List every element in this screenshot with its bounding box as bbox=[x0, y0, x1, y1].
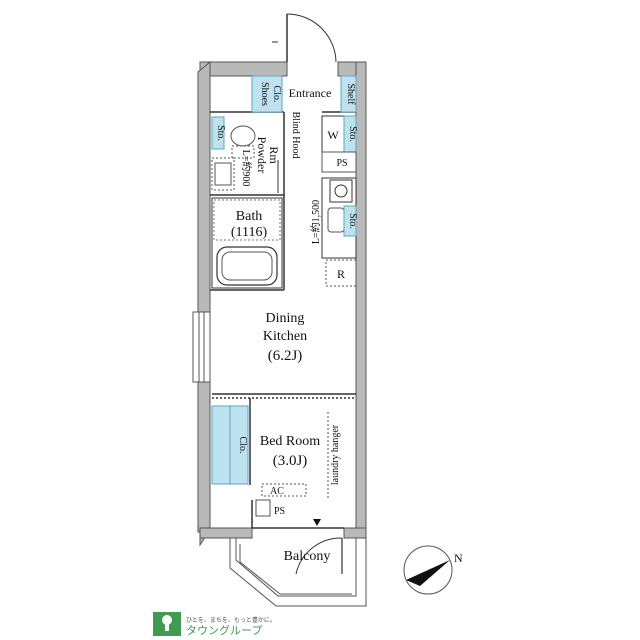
fridge-label: R bbox=[337, 267, 345, 281]
kitchen-counter: Sto. L=約1,500 R bbox=[309, 177, 358, 287]
brand-name: タウングループ bbox=[186, 623, 262, 637]
compass-north-label: N bbox=[454, 551, 463, 565]
ac-unit bbox=[261, 483, 307, 497]
bedroom-label: Bed Room bbox=[260, 434, 320, 449]
door-marker-icon bbox=[313, 519, 321, 526]
sink-dims: L=約900 bbox=[240, 150, 253, 187]
brand-small: TOWN GROUP bbox=[153, 635, 175, 639]
balcony: Balcony bbox=[229, 537, 367, 607]
washer-area: W Sto. PS bbox=[321, 115, 358, 173]
washer-sto-label: Sto. bbox=[347, 126, 358, 142]
balcony-label: Balcony bbox=[284, 549, 331, 564]
washer-label: W bbox=[327, 128, 339, 142]
brand-tagline: ひとを、まちを、もっと豊かに。 bbox=[186, 616, 276, 624]
shoes-closet-label-2: Clo. bbox=[271, 86, 282, 103]
dining-label-1: Dining bbox=[266, 311, 305, 326]
ac-label: AC bbox=[270, 486, 284, 497]
shelf: Shelf bbox=[340, 75, 357, 113]
laundry-hanger-label: laundry hanger bbox=[330, 424, 341, 485]
entrance-label: Entrance bbox=[289, 86, 332, 100]
ps-lower-box bbox=[255, 499, 271, 517]
compass-icon: N bbox=[403, 545, 463, 595]
dining-size-label: (6.2J) bbox=[268, 348, 303, 364]
powder-sto-label: Sto. bbox=[215, 125, 226, 141]
ps-lower-label: PS bbox=[274, 506, 285, 517]
shoes-closet: Shoes Clo. bbox=[251, 75, 283, 113]
bath-label: Bath bbox=[236, 209, 262, 224]
bedroom-size-label: (3.0J) bbox=[273, 453, 308, 469]
shelf-label: Shelf bbox=[345, 83, 356, 105]
brand-logo: ひとを、まちを、もっと豊かに。 タウングループ TOWN GROUP bbox=[153, 612, 276, 639]
walls bbox=[192, 60, 367, 547]
closet-label: Clo. bbox=[237, 437, 248, 454]
shoes-closet-label: Shoes bbox=[259, 82, 270, 106]
bath-size-label: (1116) bbox=[231, 225, 268, 240]
bedroom-closet: Clo. bbox=[211, 405, 249, 485]
entrance-door bbox=[272, 13, 337, 63]
dining-label-2: Kitchen bbox=[263, 329, 307, 344]
bath: Bath (1116) bbox=[211, 197, 283, 289]
ps-upper-label: PS bbox=[336, 158, 347, 169]
powder-room-label-2: Rm bbox=[267, 146, 281, 164]
kitchen-length-label: L=約1,500 bbox=[309, 200, 322, 244]
powder-room-label: Powder bbox=[255, 137, 269, 174]
powder-room: Sto. L=約900 Powder Rm bbox=[211, 116, 281, 193]
blind-hood-label: Blind Hood bbox=[290, 112, 301, 159]
kitchen-sto-label: Sto. bbox=[347, 213, 358, 229]
